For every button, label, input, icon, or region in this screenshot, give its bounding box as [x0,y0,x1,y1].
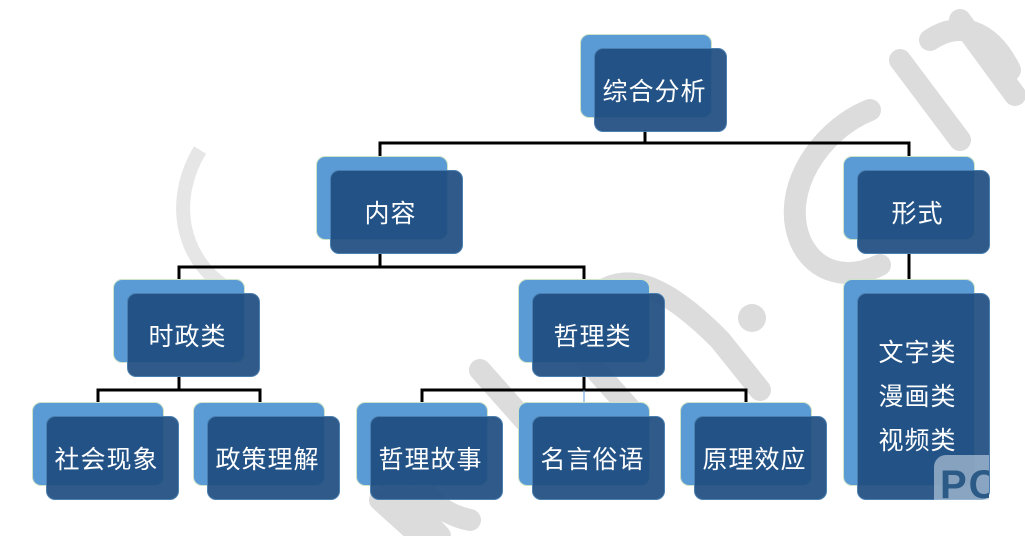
node-label: 政策理解 [215,445,320,474]
node-front-box: 形式 [857,170,990,254]
node-front-box: 原理效应 [694,416,827,500]
connector-root [378,130,911,156]
node-label-video: 视频类 [878,425,957,455]
node-label: 综合分析 [602,77,707,106]
node-label: 社会现象 [54,445,159,474]
node-label: 原理效应 [702,445,807,474]
node-label-text: 文字类 [878,337,957,367]
watermark-logo-text: PC [940,463,989,500]
watermark-logo: PC [934,455,989,500]
node-label: 形式 [891,199,944,228]
connector-politics [96,377,262,402]
connector-content [177,254,586,279]
node-front-box: 社会现象 [46,416,179,500]
node-front-box: 综合分析 [594,48,727,132]
node-label: 哲理类 [553,322,632,351]
node-front-box: 政策理解 [207,416,340,500]
node-label: 时政类 [148,322,227,351]
node-front-box: 哲理故事 [370,416,503,500]
node-front-box: 名言俗语 [532,416,665,500]
node-label-comic: 漫画类 [878,381,957,411]
node-front-box: 文字类 漫画类 视频类 [857,293,990,500]
node-label: 哲理故事 [378,445,483,474]
node-front-box: 内容 [330,170,463,254]
node-front-box: 哲理类 [532,293,665,377]
node-front-box: 时政类 [127,293,260,377]
node-label: 名言俗语 [540,445,645,474]
node-label: 内容 [364,199,417,228]
